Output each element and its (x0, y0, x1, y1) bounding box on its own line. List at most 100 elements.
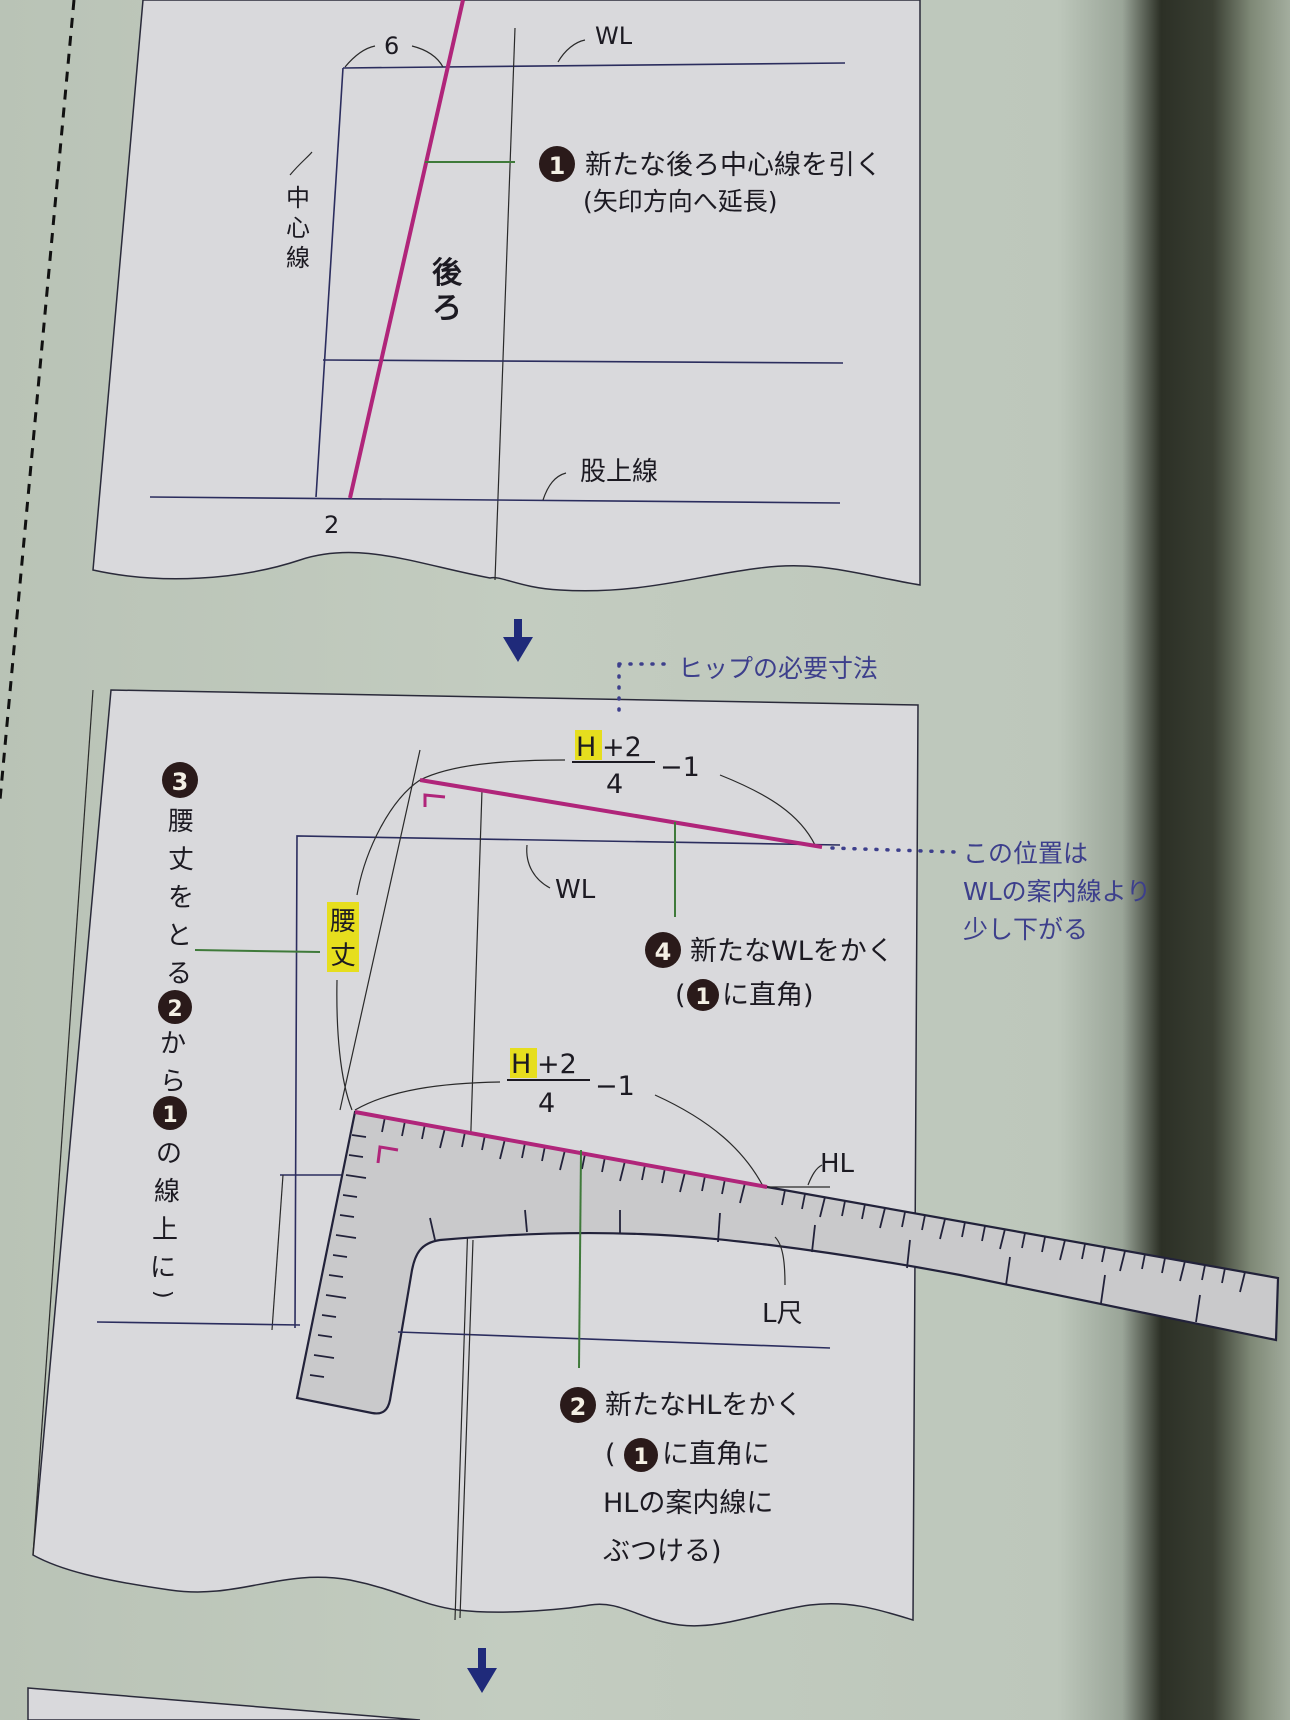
step-3-ref-number-1: 1 (162, 1103, 177, 1128)
dim-arc (336, 979, 353, 1111)
step-2-subtext-3: ぶつける) (603, 1536, 722, 1567)
step-3-char: 線 (154, 1177, 180, 1207)
dim-arc (719, 774, 816, 846)
dim-arc (411, 45, 444, 68)
step-4-number: 4 (655, 938, 672, 966)
dim-arc (354, 1081, 501, 1111)
formula-mid-den: 4 (538, 1088, 555, 1119)
dotted-leader (830, 846, 957, 854)
crotch-line-label: 股上線 (580, 457, 658, 487)
step-2-text: 新たなHLをかく (605, 1390, 802, 1421)
step-2-ref-badge (624, 1438, 658, 1472)
hip-length-char-2: 丈 (330, 941, 356, 971)
dashed-cut-line (0, 0, 76, 801)
crotch-leader (542, 472, 567, 501)
dim-2-label: 2 (324, 511, 339, 539)
hip-length-char-1: 腰 (330, 907, 356, 937)
wl-leader (557, 39, 586, 63)
center-line-char-3: 線 (286, 244, 310, 272)
formula-mid-h: H (511, 1049, 531, 1080)
new-wl-line (419, 778, 823, 849)
new-center-back-line (339, 749, 421, 1111)
panel-edge (32, 689, 94, 1556)
center-leader (289, 151, 313, 176)
step-1-text: 新たな後ろ中心線を引く (585, 150, 882, 181)
hl-leader (807, 1164, 823, 1186)
step-3-char: か (160, 1029, 186, 1059)
dim-arc (654, 1094, 766, 1191)
back-label-1: 後 (432, 256, 463, 291)
hip-length-highlight (327, 902, 359, 972)
step-3-char: 腰 (168, 807, 194, 837)
guide-line (271, 1174, 284, 1331)
down-arrow-icon (503, 619, 533, 662)
dim-arc (419, 759, 566, 781)
center-line (315, 67, 344, 498)
new-center-back-line (348, 0, 465, 499)
step-2-badge (560, 1387, 596, 1423)
step-4-subtext: に直角) (722, 980, 814, 1011)
dim-arc (356, 779, 421, 896)
vertical-guide (494, 27, 516, 581)
new-hl-line (354, 1110, 768, 1189)
vertical-guide (459, 1239, 474, 1619)
h-highlight (510, 1048, 537, 1078)
hip-line (322, 359, 844, 364)
step-3-char: の (156, 1139, 182, 1169)
formula-top-suffix: −1 (660, 752, 700, 783)
right-angle-mark (423, 793, 446, 807)
step-2-ref-number: 1 (633, 1445, 648, 1470)
step-3-char: 丈 (168, 845, 194, 875)
wl-line (342, 62, 846, 69)
crotch-line (149, 496, 841, 504)
step-1-subtext: (矢印方向へ延長) (583, 187, 778, 216)
ruler-ticks (309, 1116, 1246, 1378)
step-2-subtext-2: HLの案内線に (603, 1488, 773, 1519)
right-angle-mark (376, 1145, 399, 1164)
step-4-badge (645, 932, 681, 968)
step-3-number: 3 (172, 768, 189, 796)
step-3-char: る (166, 959, 192, 989)
formula-mid-suffix: −1 (595, 1071, 635, 1102)
down-arrow-icon (467, 1648, 497, 1693)
step-4-text: 新たなWLをかく (690, 936, 894, 967)
top-panel (92, 0, 921, 592)
back-label-2: ろ (432, 291, 462, 326)
l-ruler-label: L尺 (762, 1299, 803, 1329)
step-3-char: を (168, 883, 194, 913)
step-3-paren-close: ) (150, 1290, 175, 1299)
next-panel (27, 1687, 421, 1720)
formula-top-num: +2 (602, 732, 642, 763)
dim-6-label: 6 (384, 32, 399, 60)
l-ruler (295, 1110, 1280, 1415)
wl-label: WL (595, 22, 633, 50)
hl-guide-line (96, 1321, 301, 1326)
step-4-ref-badge (687, 979, 719, 1011)
dim-arc (344, 45, 376, 68)
center-line-char-1: 中 (286, 184, 310, 212)
step-2-subtext-1: に直角に (662, 1439, 770, 1470)
ruler-leader (774, 1236, 786, 1286)
step-3-ref-number-2: 2 (167, 997, 182, 1022)
step-3-char: ら (160, 1067, 186, 1097)
step-4-ref-number: 1 (695, 985, 710, 1010)
step-3-char: に (150, 1253, 176, 1283)
step-2-number: 2 (570, 1393, 587, 1421)
leader-line (194, 949, 321, 953)
formula-top-den: 4 (606, 769, 623, 800)
step-1-badge (539, 146, 575, 182)
step-3-char: と (166, 921, 192, 951)
h-highlight (575, 730, 602, 760)
hl-label: HL (820, 1149, 855, 1179)
step-4-paren: ( (675, 980, 686, 1011)
step-1-number: 1 (549, 152, 566, 180)
formula-top-h: H (576, 732, 596, 763)
position-note-1: この位置は (963, 839, 1088, 868)
step-3-ref-badge-2 (158, 990, 192, 1024)
position-note-3: 少し下がる (963, 915, 1088, 944)
wl-leader (526, 844, 551, 889)
step-3-char: 上 (152, 1215, 178, 1245)
step-3-badge (162, 762, 198, 798)
wl-label-bottom: WL (555, 875, 596, 905)
